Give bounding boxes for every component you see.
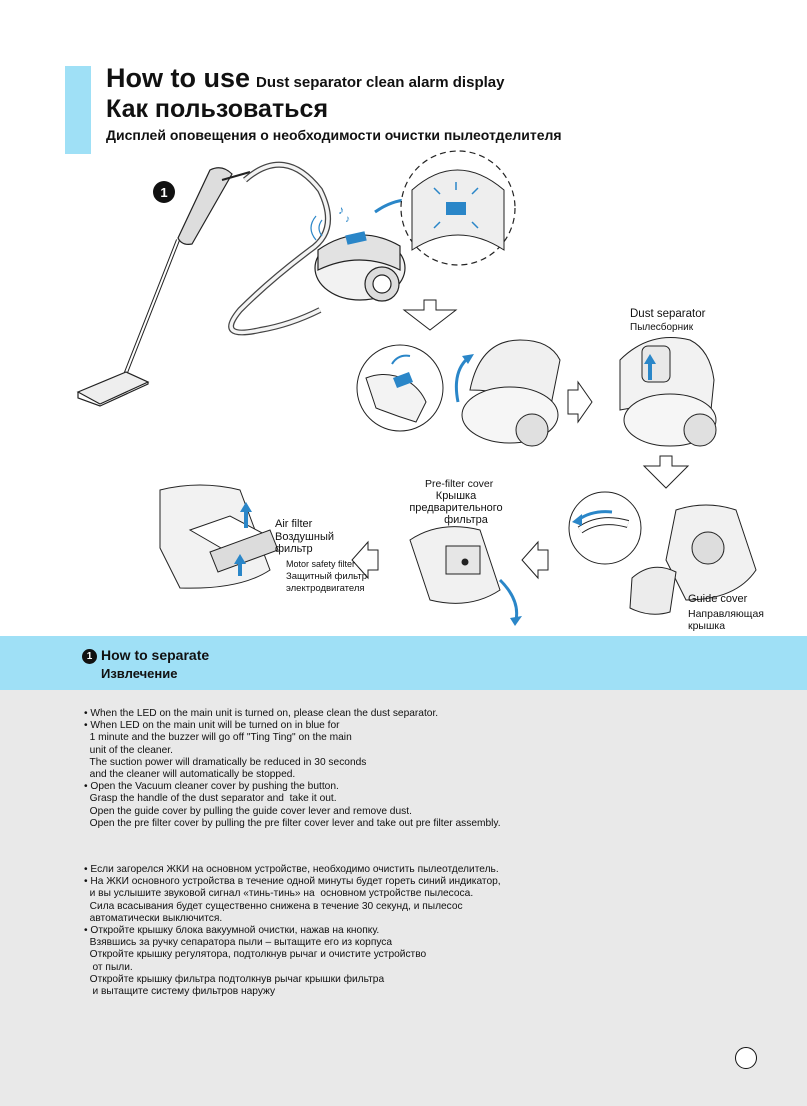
instruction-line: и вытащите систему фильтров наружу [84, 986, 276, 998]
svg-text:♪: ♪ [338, 203, 344, 217]
instruction-line: Grasp the handle of the dust separator a… [84, 793, 337, 805]
instruction-line: and the cleaner will automatically be st… [84, 769, 296, 781]
instruction-line: The suction power will dramatically be r… [84, 756, 367, 768]
air-filter-drawing [159, 484, 279, 589]
vacuum-illustrations: 1 ♪ ♪ [76, 150, 757, 626]
dust-separator-drawing [619, 337, 717, 447]
press-button-circle [356, 344, 444, 432]
arrow-left-2 [351, 540, 379, 580]
step-number-text: 1 [160, 185, 167, 200]
title-ru: Как пользоваться [106, 95, 329, 123]
instructions-panel [0, 690, 807, 1106]
instruction-line: Взявшись за ручку сепаратора пыли – выта… [84, 937, 393, 949]
instruction-line: Откройте крышку фильтра подтолкнув рычаг… [84, 973, 385, 985]
arrow-down-2 [642, 455, 690, 489]
vacuum-cleaner-drawing: ♪ ♪ [76, 161, 422, 407]
label-guide-cover-en: Guide cover [688, 593, 748, 605]
label-prefilter-ru-2: предварительного [409, 502, 503, 514]
instruction-line: от пыли. [84, 961, 133, 973]
svg-text:♪: ♪ [345, 214, 350, 225]
instruction-line: • Откройте крышку блока вакуумной очистк… [84, 925, 380, 937]
instruction-line: Open the pre filter cover by pulling the… [84, 817, 501, 829]
label-prefilter-ru-1: Крышка [435, 490, 477, 502]
title-en-sub: Dust separator clean alarm display [256, 74, 505, 91]
instruction-line: • На ЖКИ основного устройства в течение … [84, 876, 501, 888]
section-number-badge: 1 [82, 649, 97, 664]
instructions-en: • When the LED on the main unit is turne… [84, 708, 501, 830]
led-zoom-circle [400, 150, 516, 266]
instruction-line: автоматически выключится. [84, 912, 223, 924]
instruction-line: unit of the cleaner. [84, 744, 173, 756]
arrow-left-1 [521, 540, 549, 580]
label-motor-filter-ru-1: Защитный фильтр [286, 571, 368, 582]
accent-bar [65, 66, 91, 154]
label-guide-cover-ru-1: Направляющая [688, 608, 764, 620]
label-air-filter-ru-1: Воздушный [275, 531, 335, 543]
section-band [0, 636, 807, 690]
label-dust-separator-en: Dust separator [630, 308, 706, 320]
instruction-line: Open the guide cover by pulling the guid… [84, 805, 412, 817]
label-prefilter-en: Pre-filter cover [425, 478, 494, 490]
title-en: How to use [106, 63, 251, 93]
label-air-filter-ru-2: фильтр [275, 543, 313, 555]
label-dust-separator-ru: Пылесборник [630, 322, 694, 333]
arrow-right-1 [567, 380, 593, 424]
instruction-line: 1 minute and the buzzer will go off "Tin… [84, 732, 352, 744]
instruction-line: Сила всасывания будет существенно снижен… [84, 900, 463, 912]
section-title-en: How to separate [101, 647, 210, 663]
prefilter-drawing [409, 526, 522, 626]
label-motor-filter-en: Motor safety filter [286, 559, 356, 569]
section-title-ru: Извлечение [101, 666, 178, 681]
label-air-filter-en: Air filter [275, 518, 313, 530]
subtitle-ru: Дисплей оповещения о необходимости очист… [106, 127, 562, 143]
label-guide-cover-ru-2: крышка [688, 620, 726, 632]
instruction-line: и вы услышите звуковой сигнал «тинь-тинь… [84, 888, 474, 900]
open-lid-drawing [454, 339, 561, 447]
instruction-line: • When the LED on the main unit is turne… [84, 708, 439, 719]
step-number-badge: 1 [153, 181, 175, 203]
label-prefilter-ru-3: фильтра [444, 514, 488, 526]
instruction-line: • When LED on the main unit will be turn… [84, 720, 340, 732]
instruction-line: • Open the Vacuum cleaner cover by pushi… [84, 781, 339, 793]
instruction-line: • Если загорелся ЖКИ на основном устройс… [84, 864, 499, 875]
illustration-area: 1 ♪ ♪ [60, 150, 780, 632]
page-title: How to use Dust separator clean alarm dis… [106, 63, 504, 94]
instructions-ru: • Если загорелся ЖКИ на основном устройс… [84, 864, 501, 998]
label-motor-filter-ru-2: электродвигателя [286, 583, 365, 594]
page-number-circle [735, 1047, 757, 1069]
instruction-line: Откройте крышку регулятора, подтолкнув р… [84, 949, 427, 961]
arrow-down-1 [402, 299, 458, 331]
section-title: 1 How to separate [82, 647, 209, 664]
guide-cover-drawing [568, 491, 757, 615]
